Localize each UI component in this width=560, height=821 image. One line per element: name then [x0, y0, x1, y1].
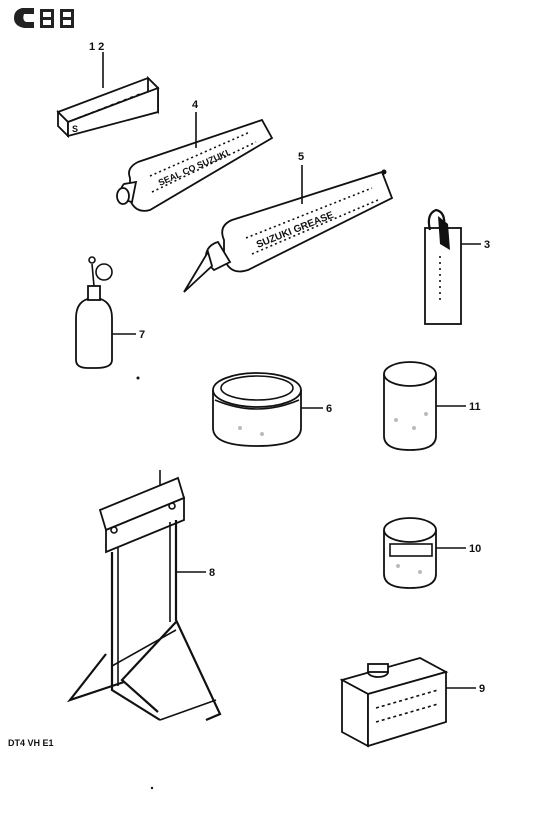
- part-4-tube: SEAL CO SUZUKI: [116, 118, 274, 212]
- footer-code: DT4 VH E1: [8, 738, 54, 748]
- callout-label-8: 8: [209, 567, 215, 579]
- part-7-bottle: [75, 256, 113, 369]
- callout-label-5: 5: [298, 151, 304, 163]
- callout-label-7: 7: [139, 329, 145, 341]
- part-9-container: [339, 657, 449, 748]
- part-1-2-bar: S: [56, 75, 160, 139]
- part-3-pouch: [424, 208, 462, 325]
- part-8-stand: [66, 470, 222, 722]
- logo-box-1: [40, 9, 54, 28]
- callout-label-6: 6: [326, 403, 332, 415]
- svg-text:S: S: [72, 124, 78, 134]
- callout-label-9: 9: [479, 683, 485, 695]
- callout-label-10: 10: [469, 543, 481, 555]
- part-11-can: [383, 361, 437, 451]
- callout-label-3: 3: [484, 239, 490, 251]
- callout-label-1-2: 1 2: [89, 41, 104, 53]
- part-5-tube: SUZUKI GREASE: [183, 170, 394, 293]
- logo-c-mark: [14, 8, 34, 28]
- callout-label-11: 11: [469, 401, 481, 413]
- logo-box-2: [60, 9, 74, 28]
- part-10-can: [383, 517, 437, 589]
- speck: [381, 169, 387, 175]
- callout-label-4: 4: [192, 99, 199, 111]
- part-6-tin: [212, 372, 302, 447]
- header-logo: [14, 8, 74, 28]
